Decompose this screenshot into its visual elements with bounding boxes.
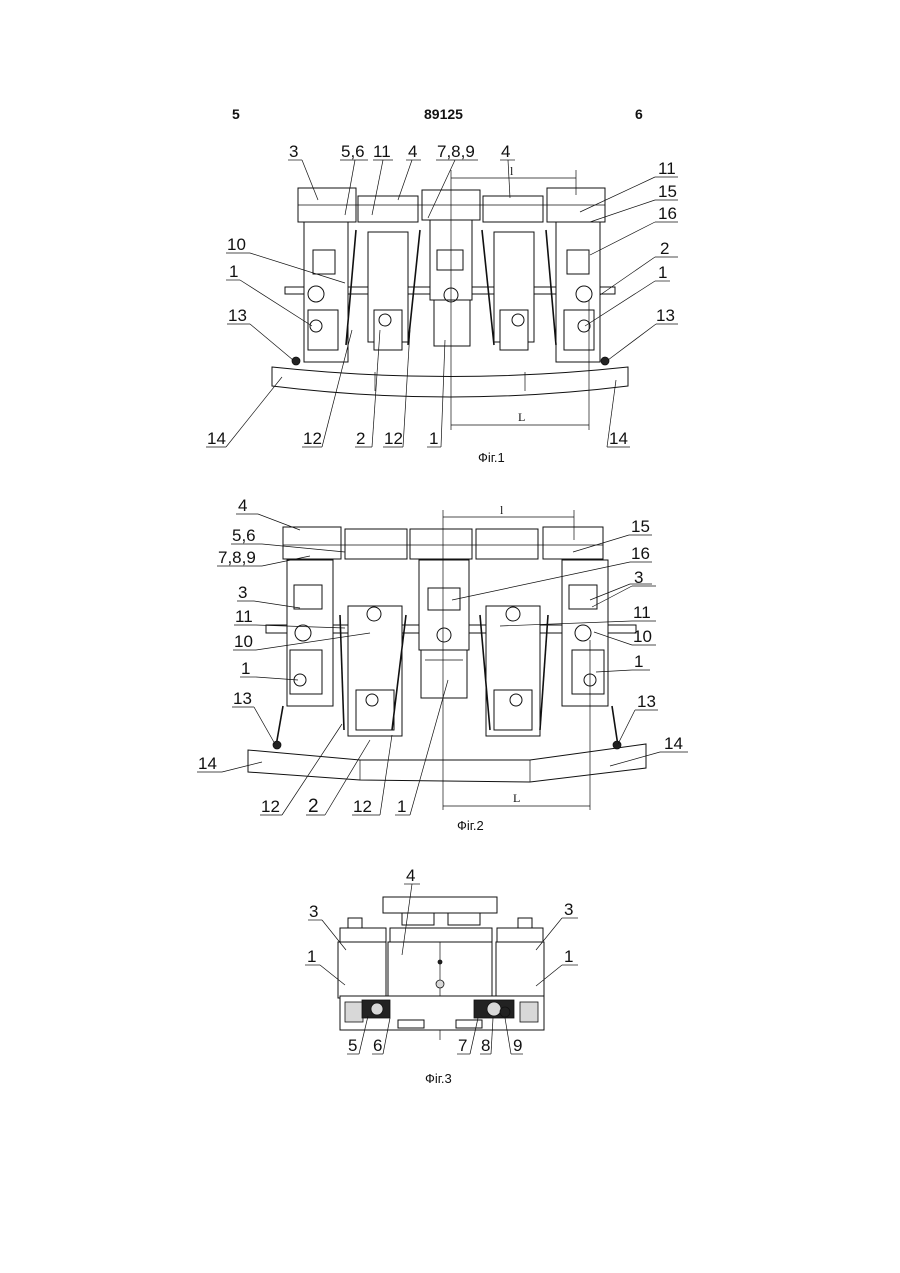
fig2-label: 5,6 xyxy=(232,526,256,545)
fig3-label: 8 xyxy=(481,1036,490,1055)
fig1-label: 13 xyxy=(656,306,675,325)
fig3-label: 5 xyxy=(348,1036,357,1055)
fig2-label: 4 xyxy=(238,496,247,515)
fig2-label: 2 xyxy=(308,796,319,817)
fig1-label: 11 xyxy=(373,142,391,161)
fig3-label: 1 xyxy=(564,947,573,966)
fig2-label: 1 xyxy=(241,659,250,678)
fig1-label: 11 xyxy=(658,159,676,178)
fig3-label: 6 xyxy=(373,1036,382,1055)
fig2-label: 11 xyxy=(235,607,253,626)
fig1-label: 16 xyxy=(658,204,677,223)
fig2-dim-l-text: l xyxy=(500,503,504,517)
fig2-label: 1 xyxy=(634,652,643,671)
fig1-label: 3 xyxy=(289,142,298,161)
fig1-label: 14 xyxy=(207,429,226,448)
fig2-label: 10 xyxy=(633,627,652,646)
fig2-label: 14 xyxy=(198,754,217,773)
fig3-side-block-right xyxy=(496,942,544,998)
fig2-centre-column xyxy=(419,560,469,698)
fig1-label: 12 xyxy=(384,429,403,448)
fig3-top-bracket xyxy=(383,897,497,913)
fig3-label: 7 xyxy=(458,1036,467,1055)
fig1-label: 5,6 xyxy=(341,142,365,161)
fig1-dim-l-text: l xyxy=(510,164,514,178)
fig3-label: 3 xyxy=(309,902,318,921)
fig1-label: 4 xyxy=(408,142,417,161)
fig1-label: 2 xyxy=(356,429,365,448)
fig3-label: 1 xyxy=(307,947,316,966)
fig2-dim-L-text: L xyxy=(513,791,520,805)
fig2-label: 10 xyxy=(234,632,253,651)
fig1-caption: Фіг.1 xyxy=(478,450,505,465)
fig2-label: 3 xyxy=(634,568,643,587)
fig1-label: 13 xyxy=(228,306,247,325)
fig1-label: 7,8,9 xyxy=(437,142,475,161)
fig1-label: 1 xyxy=(429,429,438,448)
fig2-label: 12 xyxy=(261,797,280,816)
fig1-foot-left xyxy=(292,357,300,365)
fig1-foot-right xyxy=(601,357,609,365)
fig1-drive-heads xyxy=(298,188,605,222)
fig1-label: 4 xyxy=(501,142,510,161)
fig2-label: 1 xyxy=(397,797,406,816)
fig3-label: 9 xyxy=(513,1036,522,1055)
fig3-label: 3 xyxy=(564,900,573,919)
fig1-label: 1 xyxy=(658,263,667,282)
fig1-base-beam xyxy=(272,367,628,397)
fig2-foot-right xyxy=(613,741,621,749)
fig1-label: 14 xyxy=(609,429,628,448)
fig2-caption: Фіг.2 xyxy=(457,818,484,833)
fig2-label: 15 xyxy=(631,517,650,536)
fig2-label: 11 xyxy=(633,603,651,622)
fig2-label: 16 xyxy=(631,544,650,563)
fig1-label: 12 xyxy=(303,429,322,448)
fig2-label: 14 xyxy=(664,734,683,753)
fig2-label: 3 xyxy=(238,583,247,602)
fig1-label: 10 xyxy=(227,235,246,254)
fig3-label: 4 xyxy=(406,866,415,885)
figure-1: l L xyxy=(206,142,678,465)
fig3-caption: Фіг.3 xyxy=(425,1071,452,1086)
figure-2: l L xyxy=(197,496,688,833)
fig1-label: 1 xyxy=(229,262,238,281)
fig2-label: 12 xyxy=(353,797,372,816)
fig1-label: 15 xyxy=(658,182,677,201)
fig3-side-block-left xyxy=(338,942,386,998)
fig1-label: 2 xyxy=(660,239,669,258)
fig2-label: 7,8,9 xyxy=(218,548,256,567)
fig2-label: 13 xyxy=(233,689,252,708)
fig1-dim-L-text: L xyxy=(518,410,525,424)
figure-3: 4 3 3 1 1 5 6 7 8 9 Фіг.3 xyxy=(305,866,578,1086)
fig2-label: 13 xyxy=(637,692,656,711)
